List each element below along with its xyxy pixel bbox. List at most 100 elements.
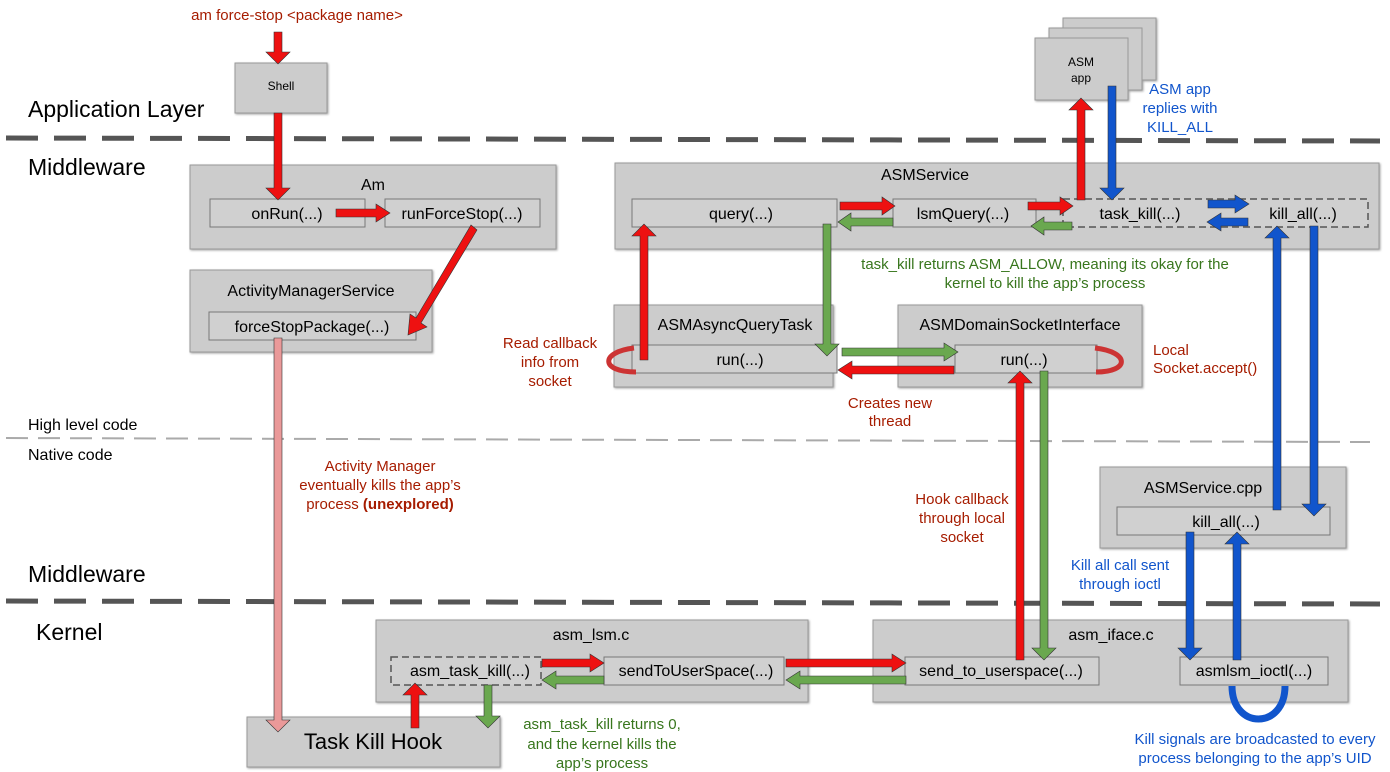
arrow-ams-to-hook <box>265 337 291 733</box>
lsm-query-box <box>892 198 1037 228</box>
arrow-taskkill-to-lsmquery <box>1030 216 1073 236</box>
query-label: query(...) <box>709 206 773 223</box>
asm-app-label-1: ASM <box>1068 55 1094 69</box>
layer-high-level: High level code <box>28 417 138 434</box>
arrow-asyncrun-to-socketrun <box>841 342 959 362</box>
note-read-callback-2: info from <box>521 354 579 371</box>
arrow-killall-to-cppkillall <box>1301 225 1327 517</box>
arrow-cppkillall-to-ioctl <box>1177 531 1203 661</box>
note-kill-all-ioctl-1: Kill all call sent <box>1071 557 1170 574</box>
ams-title: ActivityManagerService <box>227 283 394 300</box>
socket-run-label: run(...) <box>1000 352 1047 369</box>
arrow-socketrun-to-sendtouserspace <box>1031 370 1057 661</box>
note-asm-replies-3: KILL_ALL <box>1147 119 1213 136</box>
async-run-box <box>631 344 838 374</box>
arrow-query-to-lsmquery <box>839 196 896 216</box>
cpp-kill-all-box <box>1116 506 1331 536</box>
ioctl-label: asmlsm_ioctl(...) <box>1196 663 1312 680</box>
asm-app-label-2: app <box>1071 71 1091 85</box>
arrow-iface-to-sendtouserspace <box>785 670 907 690</box>
note-task-kill-returns-2: kernel to kill the app’s process <box>945 275 1146 292</box>
note-kill-signals-2: process belonging to the app’s UID <box>1138 750 1371 767</box>
task-kill-label: task_kill(...) <box>1100 206 1181 223</box>
note-kill-all-ioctl-2: through ioctl <box>1079 576 1161 593</box>
run-force-stop-label: runForceStop(...) <box>402 206 523 223</box>
lsm-query-label: lsmQuery(...) <box>917 206 1009 223</box>
arrow-tasskill-to-sendtouserspace <box>541 653 605 673</box>
arrow-cppkillall-to-killall <box>1264 225 1290 511</box>
note-creates-thread-1: Creates new <box>848 395 932 412</box>
note-read-callback-1: Read callback <box>503 335 598 352</box>
asm-iface-title: asm_iface.c <box>1068 627 1153 644</box>
arrow-command-to-shell <box>265 31 291 65</box>
note-asm-task-kill-returns-2: and the kernel kills the <box>527 736 676 753</box>
arrow-onrun-to-runforcestop <box>335 203 391 223</box>
layer-native: Native code <box>28 447 113 464</box>
note-unexplored: (unexplored) <box>363 496 454 513</box>
send-to-userspace-box <box>904 656 1100 686</box>
asm-task-kill-label: asm_task_kill(...) <box>410 663 530 680</box>
kill-all-label: kill_all(...) <box>1269 206 1337 223</box>
send-to-user-space-label: sendToUserSpace(...) <box>619 663 774 680</box>
note-am-kills-2: eventually kills the app’s <box>299 477 460 494</box>
arrow-lsmquery-to-query <box>837 212 894 232</box>
arrow-asyncrun-to-query <box>631 223 657 361</box>
am-title: Am <box>361 177 385 194</box>
layer-application: Application Layer <box>28 96 205 122</box>
on-run-label: onRun(...) <box>251 206 322 223</box>
note-am-kills-1: Activity Manager <box>325 458 436 475</box>
arrow-sendtouserspace-to-iface <box>785 653 907 673</box>
note-hook-callback-1: Hook callback <box>915 491 1009 508</box>
async-task-title: ASMAsyncQueryTask <box>658 317 814 334</box>
layer-kernel: Kernel <box>36 619 102 645</box>
async-run-label: run(...) <box>716 352 763 369</box>
note-asm-replies-2: replies with <box>1142 100 1217 117</box>
arrow-taskkill-to-asmapp <box>1068 97 1094 201</box>
task-kill-hook-box <box>246 716 501 768</box>
shell-box <box>234 62 328 114</box>
note-local-socket-2: Socket.accept() <box>1153 360 1257 377</box>
layer-dividers <box>5 135 1381 607</box>
arrow-hook-to-asmtaskkill <box>402 682 428 729</box>
force-stop-command: am force-stop <package name> <box>191 7 403 24</box>
arrow-ioctl-to-cppkillall <box>1224 531 1250 661</box>
socket-loop-arrow <box>1094 345 1124 375</box>
socket-iface-title: ASMDomainSocketInterface <box>920 317 1121 334</box>
asm-service-title: ASMService <box>881 167 969 184</box>
send-to-user-space-box <box>603 656 785 686</box>
note-asm-task-kill-returns-1: asm_task_kill returns 0, <box>523 716 681 733</box>
arrow-asmapp-to-taskkill <box>1099 85 1125 201</box>
shell-label: Shell <box>268 79 295 93</box>
note-am-kills-3: process (unexplored) <box>306 496 454 513</box>
note-local-socket-1: Local <box>1153 342 1189 359</box>
arrow-sendtouserspace-to-socketrun <box>1007 370 1033 661</box>
layer-middleware-top: Middleware <box>28 154 146 180</box>
note-read-callback-3: socket <box>528 373 572 390</box>
arrow-taskkill-to-killall <box>1207 194 1250 214</box>
task-kill-hook-label: Task Kill Hook <box>304 729 443 754</box>
note-am-kills-process: process <box>306 496 363 513</box>
note-creates-thread-2: thread <box>869 413 912 430</box>
asm-lsm-title: asm_lsm.c <box>553 627 629 644</box>
ioctl-box <box>1179 656 1329 686</box>
async-loop-arrow <box>606 345 637 375</box>
loop-arrows <box>606 345 1289 723</box>
arrow-sendtouserspace-to-taskkill <box>541 670 605 690</box>
asm-task-kill-dashed-box <box>390 656 542 686</box>
arrow-lsmquery-to-taskkill <box>1027 196 1074 216</box>
force-stop-package-label: forceStopPackage(...) <box>235 319 390 336</box>
arrow-query-to-asyncrun <box>814 223 840 357</box>
note-asm-task-kill-returns-3: app’s process <box>556 755 648 772</box>
arrow-asmtaskkill-to-hook <box>475 684 501 729</box>
send-to-userspace-label: send_to_userspace(...) <box>919 663 1083 680</box>
ioctl-loop-arrow <box>1228 685 1289 723</box>
arrow-shell-to-onrun <box>265 112 291 201</box>
layer-middleware-bottom: Middleware <box>28 561 146 587</box>
note-hook-callback-2: through local <box>919 510 1005 527</box>
socket-run-box <box>954 344 1098 374</box>
asm-cpp-title: ASMService.cpp <box>1144 480 1262 497</box>
cpp-kill-all-label: kill_all(...) <box>1192 514 1260 531</box>
query-box <box>631 198 838 228</box>
note-asm-replies-1: ASM app <box>1149 81 1211 98</box>
